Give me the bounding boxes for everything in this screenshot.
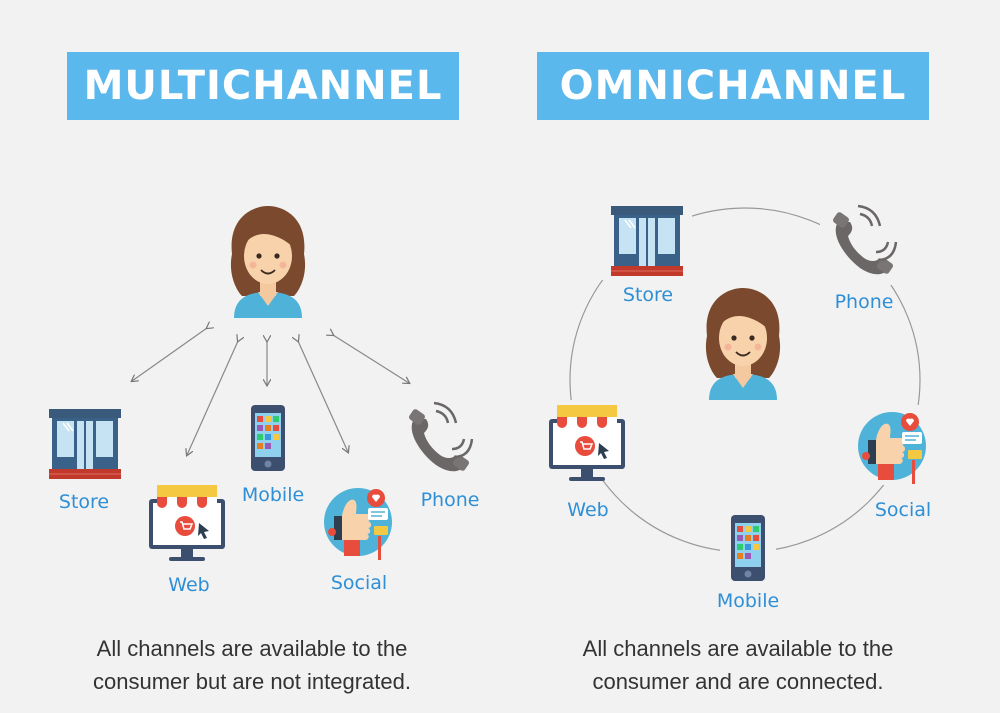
- multichannel-caption-line1: All channels are available to the: [96, 636, 408, 661]
- multichannel-caption: All channels are available to the consum…: [17, 632, 487, 698]
- arrow-social: [298, 341, 348, 452]
- multichannel-store-icon: [48, 408, 122, 480]
- multichannel-connectors: [132, 328, 409, 455]
- arrow-store: [132, 328, 207, 381]
- omnichannel-label-store: Store: [622, 284, 674, 306]
- omnichannel-consumer-icon: [705, 287, 781, 401]
- multichannel-label-store: Store: [58, 491, 110, 513]
- omnichannel-store-icon: [610, 205, 684, 277]
- omnichannel-caption: All channels are available to the consum…: [503, 632, 973, 698]
- multichannel-phone-icon: [406, 401, 474, 474]
- multichannel-consumer-icon: [230, 205, 306, 319]
- omnichannel-caption-line2: consumer and are connected.: [592, 669, 884, 694]
- omnichannel-mobile-icon: [731, 515, 765, 581]
- multichannel-banner: MULTICHANNEL: [67, 52, 459, 120]
- multichannel-label-social: Social: [330, 572, 388, 594]
- omnichannel-title: OMNICHANNEL: [559, 63, 907, 109]
- multichannel-label-web: Web: [168, 574, 210, 596]
- multichannel-web-icon: [148, 484, 226, 562]
- arrow-phone: [333, 335, 409, 383]
- multichannel-caption-line2: consumer but are not integrated.: [93, 669, 411, 694]
- omnichannel-banner: OMNICHANNEL: [537, 52, 929, 120]
- omnichannel-caption-line1: All channels are available to the: [582, 636, 894, 661]
- multichannel-label-mobile: Mobile: [241, 484, 305, 506]
- multichannel-mobile-icon: [251, 405, 285, 471]
- omnichannel-label-mobile: Mobile: [716, 590, 780, 612]
- multichannel-label-phone: Phone: [420, 489, 480, 511]
- omnichannel-label-phone: Phone: [834, 291, 894, 313]
- omnichannel-label-social: Social: [874, 499, 932, 521]
- multichannel-social-icon: [323, 487, 393, 561]
- omnichannel-label-web: Web: [567, 499, 609, 521]
- multichannel-title: MULTICHANNEL: [83, 63, 443, 109]
- arrow-web: [187, 341, 238, 455]
